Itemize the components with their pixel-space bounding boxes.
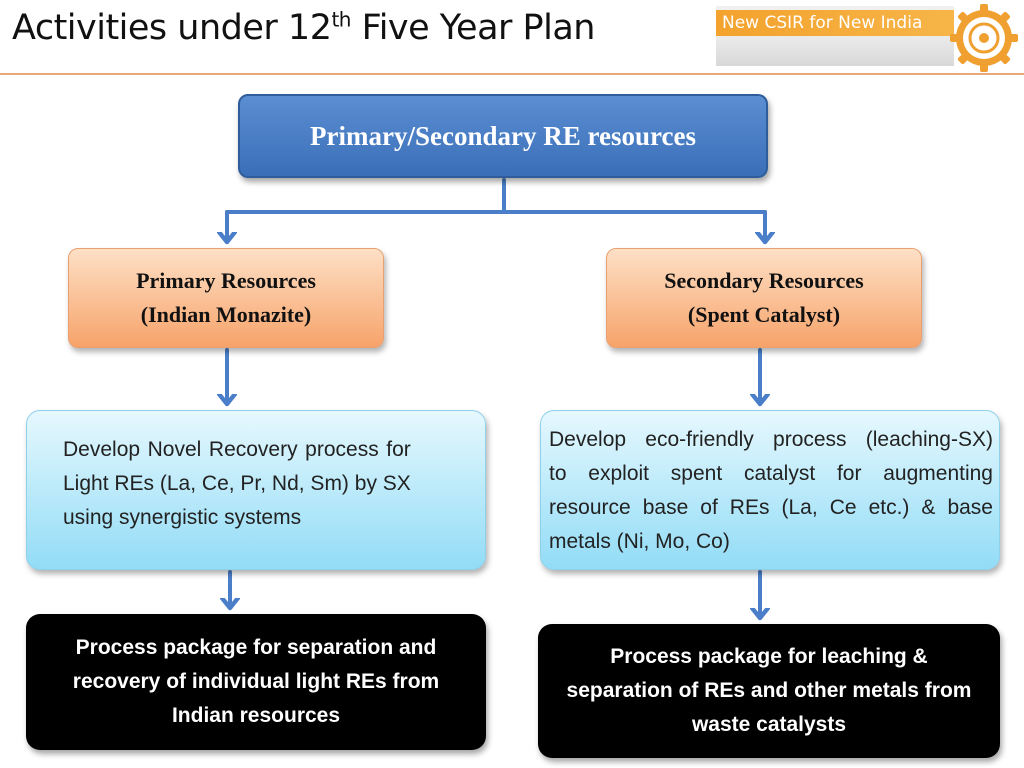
title-divider <box>0 73 1024 75</box>
root-node: Primary/Secondary RE resources <box>238 94 768 178</box>
primary-process-line: using synergistic systems <box>63 506 302 529</box>
primary-process-node: Develop Novel Recovery process for Light… <box>26 410 486 570</box>
title-superscript: th <box>331 7 351 32</box>
secondary-process-line: to exploit spent catalyst for augmenting <box>549 462 993 485</box>
secondary-process-line: Develop eco-friendly process (leaching-S… <box>549 428 993 451</box>
primary-output-line: Process package for separation and <box>75 636 437 659</box>
primary-process-line: Develop Novel Recovery process for <box>63 438 411 461</box>
secondary-process-line: metals (Ni, Mo, Co) <box>549 530 730 553</box>
primary-resources-title: Primary Resources <box>136 268 316 293</box>
secondary-resources-node: Secondary Resources (Spent Catalyst) <box>606 248 922 348</box>
secondary-output-node: Process package for leaching & separatio… <box>538 624 1000 758</box>
secondary-process-node: Develop eco-friendly process (leaching-S… <box>540 410 1000 570</box>
secondary-output-line: waste catalysts <box>691 713 847 736</box>
secondary-resources-subtitle: (Spent Catalyst) <box>687 302 841 327</box>
primary-resources-node: Primary Resources (Indian Monazite) <box>68 248 384 348</box>
primary-process-text: Develop Novel Recovery process for Light… <box>63 433 411 535</box>
secondary-process-text: Develop eco-friendly process (leaching-S… <box>549 423 993 559</box>
title-end: Five Year Plan <box>351 8 596 48</box>
primary-output-line: recovery of individual light REs from <box>72 670 440 693</box>
secondary-process-line: resource base of REs (La, Ce etc.) & bas… <box>549 496 993 519</box>
primary-resources-subtitle: (Indian Monazite) <box>140 302 312 327</box>
primary-output-node: Process package for separation and recov… <box>26 614 486 750</box>
csir-gear-logo-icon <box>950 4 1018 72</box>
banner-strip: New CSIR for New India <box>716 10 954 36</box>
secondary-output-line: separation of REs and other metals from <box>566 679 972 702</box>
secondary-output-line: Process package for leaching & <box>610 645 928 668</box>
primary-output-line: Indian resources <box>171 704 341 727</box>
slide-title: Activities under 12th Five Year Plan <box>12 7 596 48</box>
title-main: Activities under 12 <box>12 8 332 48</box>
csir-banner: New CSIR for New India <box>716 6 954 66</box>
root-label: Primary/Secondary RE resources <box>310 120 696 151</box>
banner-text: New CSIR for New India <box>722 13 923 33</box>
secondary-resources-title: Secondary Resources <box>664 268 864 293</box>
primary-process-line: Light REs (La, Ce, Pr, Nd, Sm) by SX <box>63 472 411 495</box>
